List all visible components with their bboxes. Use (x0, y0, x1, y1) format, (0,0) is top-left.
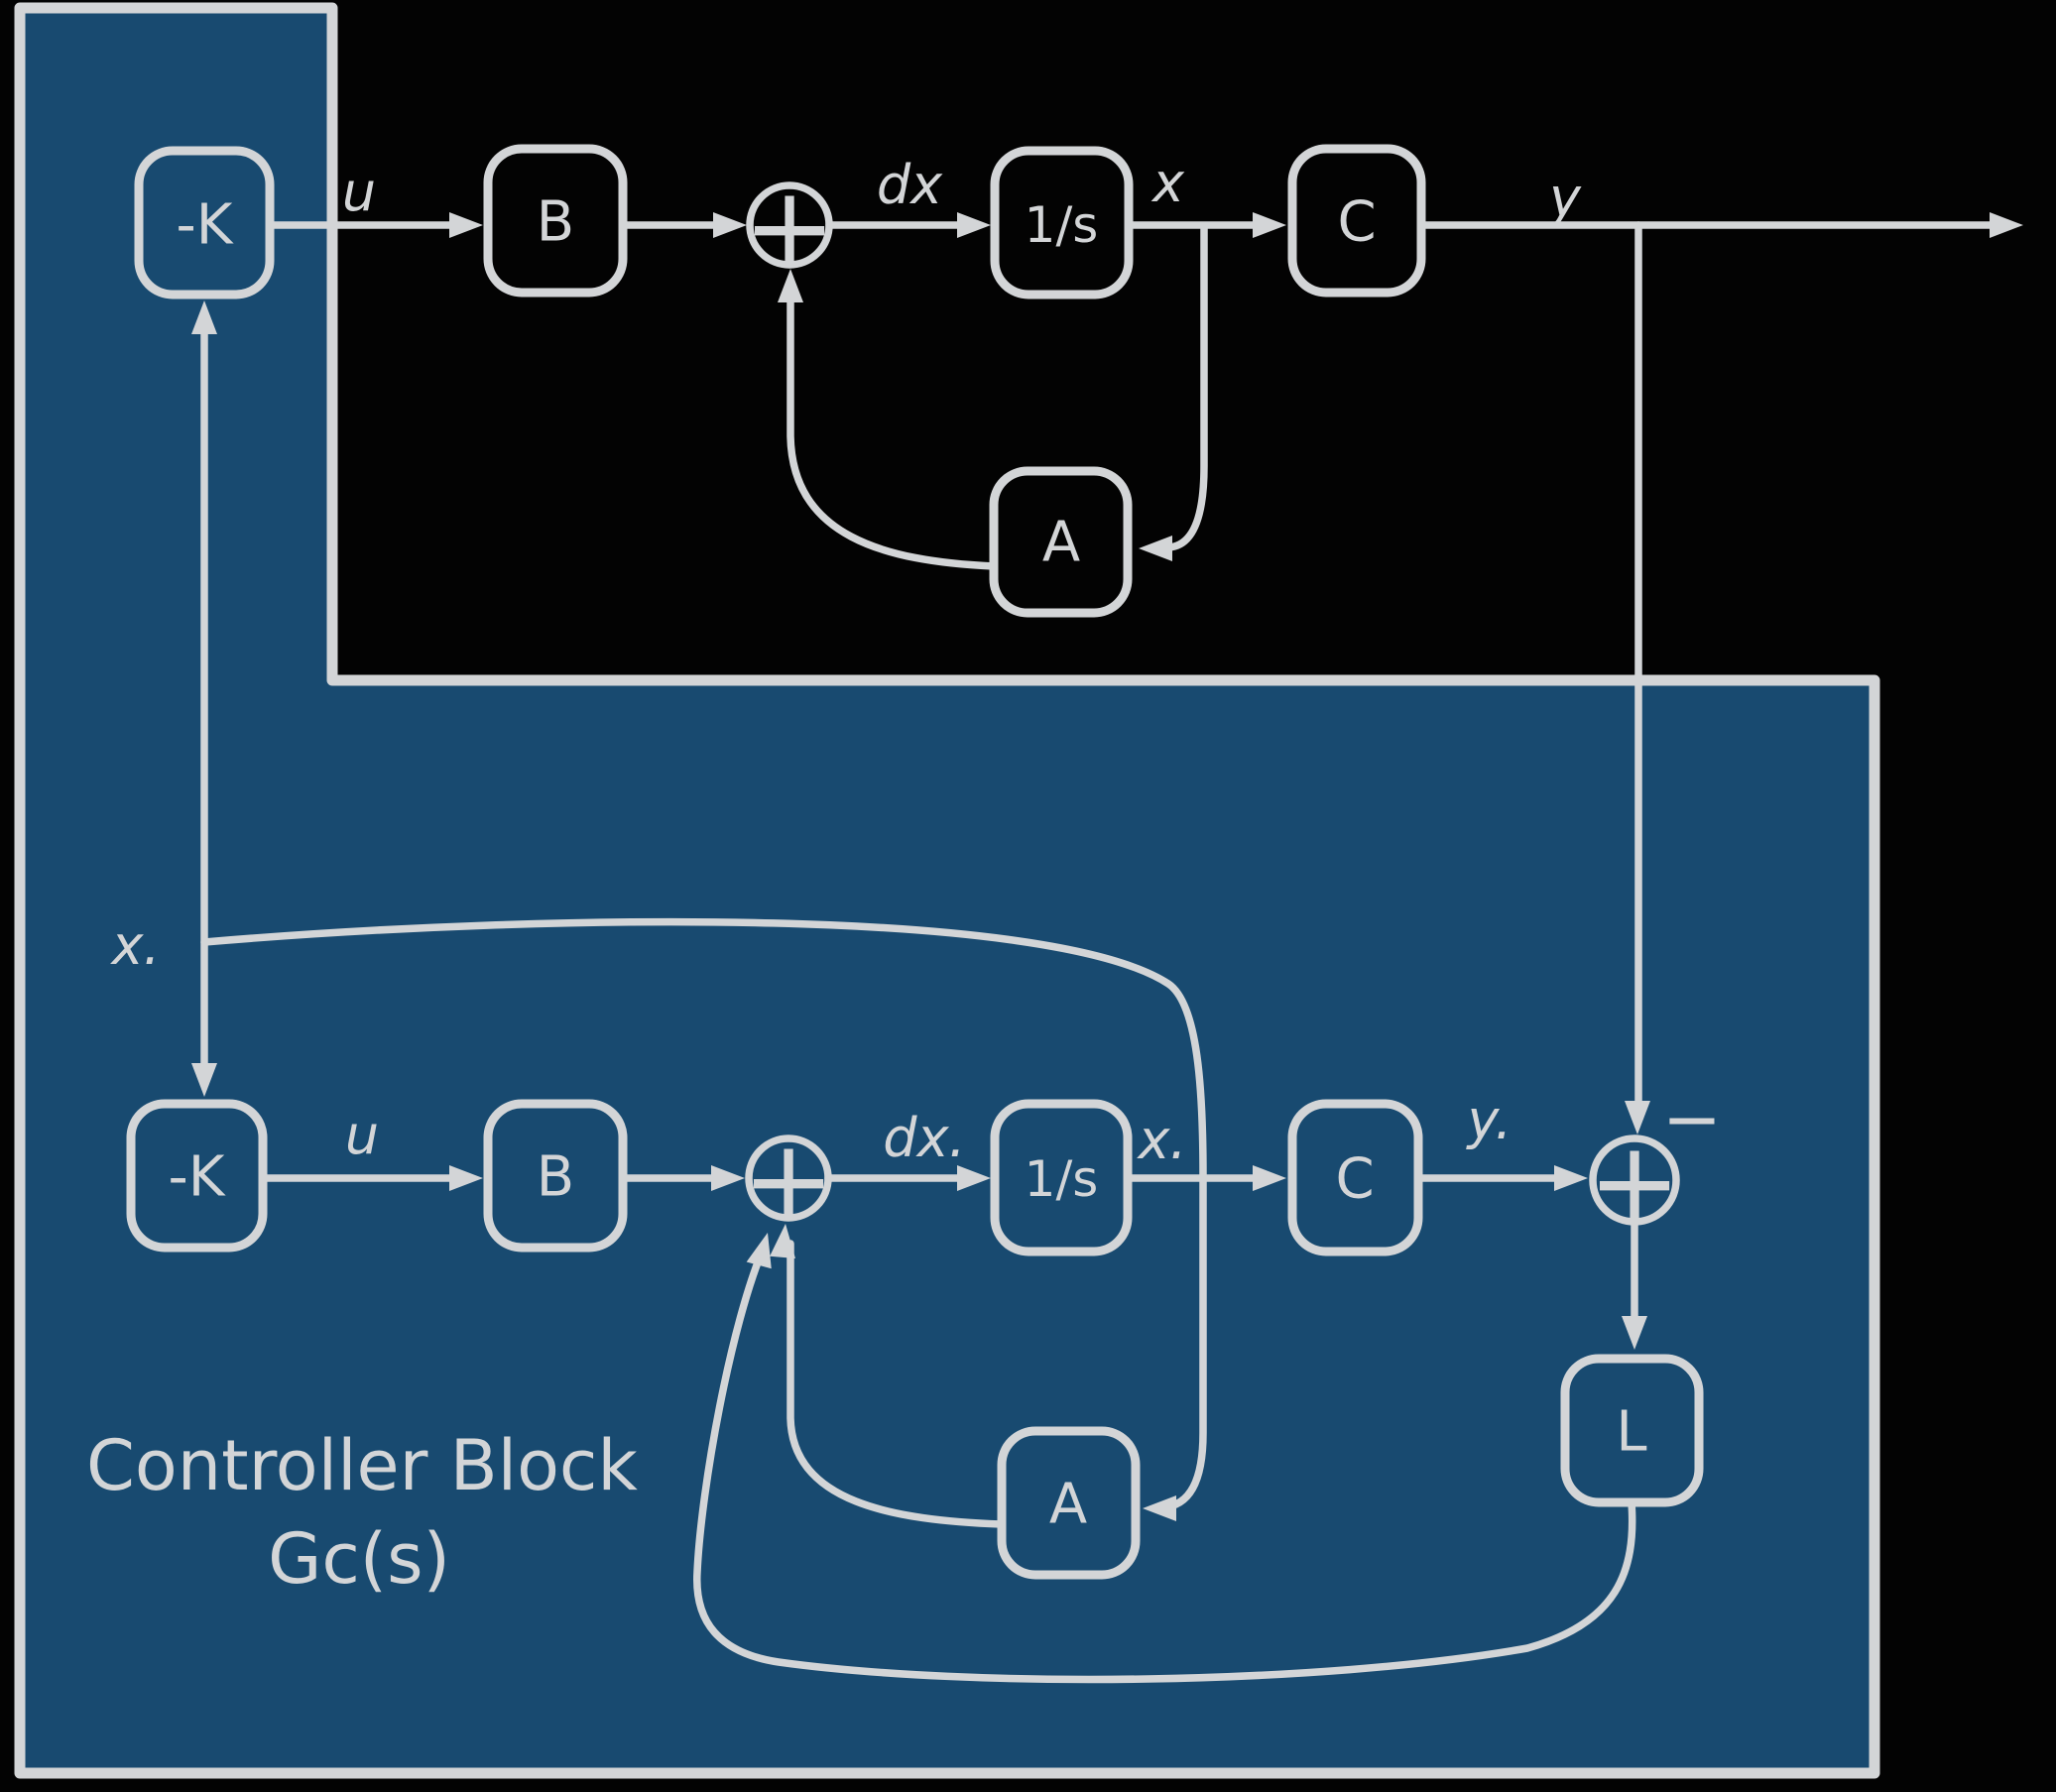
xhat-curve-line (200, 917, 1207, 1180)
controller-c-label: C (1335, 1147, 1374, 1212)
controller-x-branch-to-a (1143, 1174, 1207, 1521)
controller-sum-junction: + (742, 1117, 835, 1246)
controller-y-arrow (1414, 1165, 1588, 1191)
controller-a-label: A (1049, 1473, 1087, 1537)
controller-dx-arrow (824, 1165, 991, 1191)
comparator-to-l-arrow (1622, 1218, 1647, 1350)
xhat-vertical-line (191, 300, 217, 1097)
controller-a-box (997, 1426, 1141, 1580)
plant-dx-label: dx (877, 154, 943, 216)
caption-line2: Gc(s) (268, 1518, 450, 1600)
controller-b-block: B (483, 1099, 628, 1253)
controller-caption: Controller Block Gc(s) (86, 1425, 638, 1600)
controller-sum-plus: + (742, 1117, 835, 1246)
plant-y-arrow (1417, 212, 2023, 238)
plant-u-label: u (342, 161, 376, 223)
controller-x-label: x. (1136, 1109, 1186, 1171)
plant-a-block: A (989, 466, 1133, 618)
plant-c-box (1287, 144, 1426, 298)
plant-a-box (989, 466, 1133, 618)
plant-y-label: y (1547, 167, 1582, 229)
plant-x-branch-to-a (1139, 222, 1208, 561)
controller-u-arrow (259, 1165, 483, 1191)
controller-a-feedback-arrow (770, 1224, 1006, 1528)
plant-u-arrow (266, 212, 483, 238)
controller-y-label: y. (1466, 1089, 1512, 1151)
controller-b-to-sum-arrow (619, 1165, 745, 1191)
xhat-label: x. (109, 914, 160, 977)
plant-x-label: x (1150, 152, 1185, 214)
controller-x-arrow (1124, 1165, 1286, 1191)
plant-sum-plus: + (743, 164, 836, 293)
y-branch-to-comparator (1625, 221, 1650, 1135)
plant-b-box (483, 144, 628, 298)
plant-b-to-sum-arrow (619, 212, 747, 238)
controller-dx-label: dx. (883, 1107, 965, 1169)
plant-b-block: B (483, 144, 628, 298)
comparator-minus-sign: − (1662, 1077, 1722, 1160)
plant-dx-arrow (825, 212, 991, 238)
controller-u-label: u (345, 1104, 379, 1166)
controller-region (14, 2, 1880, 1779)
controller-integrator-label: 1/s (1025, 1150, 1099, 1208)
plant-x-arrow (1125, 212, 1286, 238)
plant-gain-label: -K (177, 193, 234, 258)
plant-integrator-label: 1/s (1025, 196, 1099, 254)
caption-line1: Controller Block (86, 1425, 638, 1506)
controller-gain-label: -K (169, 1145, 226, 1210)
controller-integrator-block: 1/s (990, 1099, 1133, 1256)
plant-a-label: A (1042, 511, 1080, 575)
plant-a-feedback-arrow (778, 269, 998, 570)
plant-c-label: C (1337, 190, 1376, 255)
l-feedback-arrow (693, 1233, 1636, 1684)
plant-b-label: B (537, 190, 574, 255)
controller-b-label: B (537, 1145, 574, 1210)
plant-c-block: C (1287, 144, 1426, 298)
controller-l-label: L (1616, 1400, 1646, 1465)
controller-a-block: A (997, 1426, 1141, 1580)
